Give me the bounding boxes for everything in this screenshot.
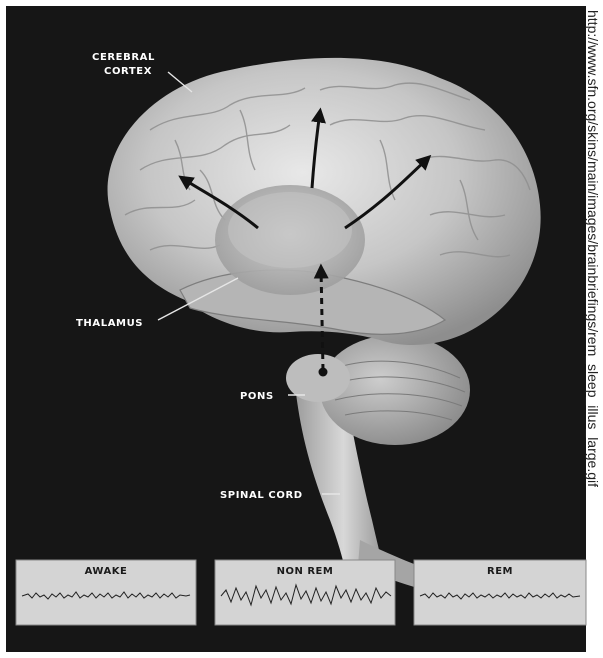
label-pons: PONS: [240, 391, 274, 402]
eeg-panel-non-rem: NON REM: [215, 560, 395, 625]
label-thalamus: THALAMUS: [76, 318, 143, 329]
source-url-watermark: http://www.sfn.org/skins/main/images/bra…: [585, 10, 601, 487]
eeg-title-awake: AWAKE: [85, 566, 128, 577]
pons-origin-dot: [319, 368, 328, 377]
eeg-title-rem: REM: [487, 566, 513, 577]
label-cortex: CORTEX: [104, 66, 152, 77]
eeg-title-non-rem: NON REM: [277, 566, 334, 577]
eeg-panel-awake: AWAKE: [16, 560, 196, 625]
eeg-panel-rem: REM: [414, 560, 586, 625]
label-spinal-cord: SPINAL CORD: [220, 490, 303, 501]
thalamus-highlight: [228, 192, 352, 268]
label-cerebral: CEREBRAL: [92, 52, 155, 63]
